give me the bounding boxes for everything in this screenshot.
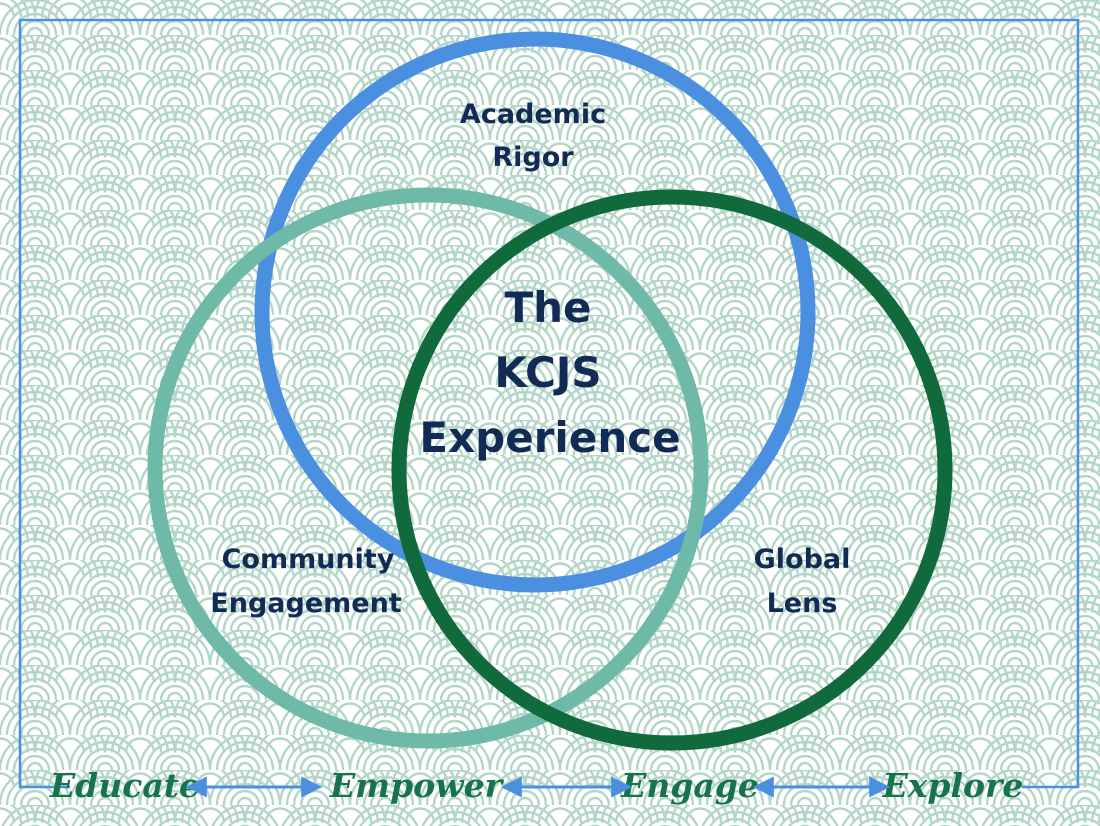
community-engagement-circle [147, 187, 709, 749]
global-lens-label-line-2: Lens [767, 588, 838, 619]
global-lens-label-line-1: Global [754, 544, 851, 575]
footer-word-explore: Explore [882, 766, 1024, 805]
footer-word-engage: Engage [620, 766, 759, 805]
frame-border [18, 18, 1080, 789]
global-lens-circle [391, 189, 953, 751]
footer-word-educate: Educate [49, 766, 200, 805]
academic-rigor-label-line-2: Rigor [492, 142, 574, 173]
center-title-line-1: The [504, 283, 591, 332]
academic-rigor-circle [254, 31, 816, 593]
academic-rigor-label-line-1: Academic [460, 99, 606, 130]
footer-word-empower: Empower [329, 766, 505, 805]
community-engagement-label-line-2: Engagement [210, 588, 402, 619]
center-title-line-2: KCJS [494, 348, 601, 397]
center-title-line-3: Experience [419, 413, 680, 462]
community-engagement-label-line-1: Community [222, 544, 395, 575]
